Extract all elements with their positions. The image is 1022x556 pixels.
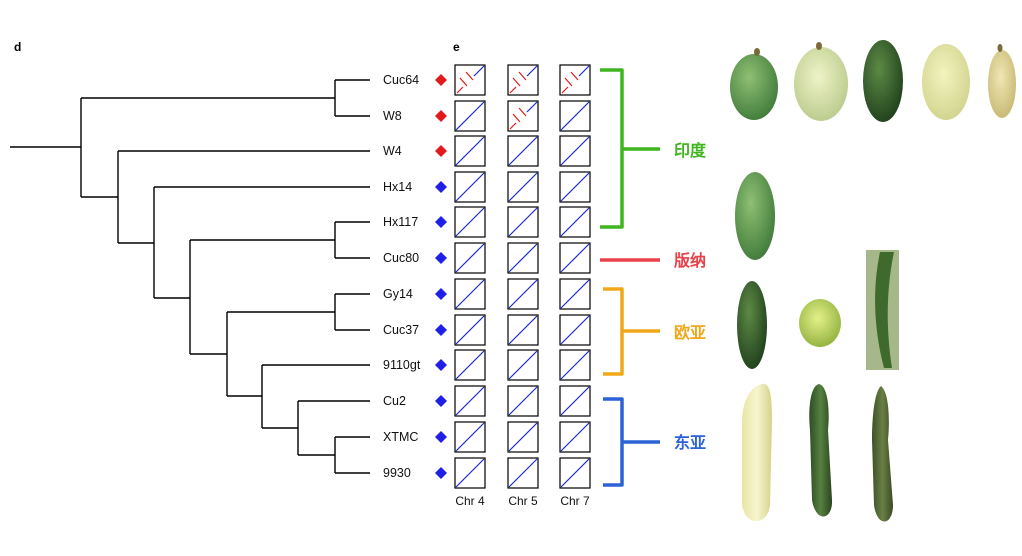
population-marker bbox=[435, 431, 447, 443]
dotplot-box bbox=[454, 314, 486, 346]
dotplot-box bbox=[507, 278, 539, 310]
panel-label-e: e bbox=[453, 40, 460, 54]
dotplot-box bbox=[454, 385, 486, 417]
dotplot-box bbox=[507, 314, 539, 346]
chromosome-label: Chr 4 bbox=[455, 494, 485, 508]
fruit-photo bbox=[735, 172, 775, 260]
dotplot-box bbox=[507, 242, 539, 274]
dotplot-box bbox=[454, 349, 486, 381]
dotplot-box bbox=[507, 457, 539, 489]
fruit-photo bbox=[872, 386, 893, 522]
population-marker bbox=[435, 324, 447, 336]
dotplot-box bbox=[559, 349, 591, 381]
phylogenetic-tree bbox=[10, 79, 370, 474]
population-marker bbox=[435, 181, 447, 193]
group-label-east-asia: 东亚 bbox=[674, 433, 706, 452]
fruit-photo bbox=[863, 40, 903, 122]
chromosome-label: Chr 5 bbox=[508, 494, 538, 508]
fruit-photos-east-asia bbox=[742, 383, 893, 522]
dotplot-box bbox=[454, 457, 486, 489]
chromosome-labels: Chr 4 Chr 5 Chr 7 bbox=[455, 494, 590, 508]
fruit-photo bbox=[794, 47, 848, 121]
fruit-photos-xishuangbanna bbox=[735, 172, 775, 260]
accession-label: Cu2 bbox=[383, 394, 406, 408]
population-marker bbox=[435, 359, 447, 371]
dotplot-box bbox=[559, 457, 591, 489]
dotplot-box bbox=[507, 385, 539, 417]
dotplot-box bbox=[559, 421, 591, 453]
group-label-india: 印度 bbox=[674, 141, 707, 160]
fruit-photos-india bbox=[730, 40, 1016, 122]
dotplot-box bbox=[559, 206, 591, 238]
population-marker bbox=[435, 216, 447, 228]
dotplot-box bbox=[507, 171, 539, 203]
dotplot-box bbox=[454, 64, 486, 96]
dotplot-box bbox=[454, 171, 486, 203]
population-marker bbox=[435, 395, 447, 407]
fruit-photos-eurasia bbox=[737, 250, 899, 370]
group-label-xishuangbanna: 版纳 bbox=[673, 251, 706, 270]
dotplot-box bbox=[559, 242, 591, 274]
chromosome-label: Chr 7 bbox=[560, 494, 590, 508]
accession-label: W8 bbox=[383, 109, 402, 123]
accession-label: 9110gt bbox=[383, 358, 421, 372]
dotplot-box bbox=[507, 206, 539, 238]
fruit-photo bbox=[809, 384, 833, 517]
group-brackets: 印度 版纳 欧亚 东亚 bbox=[600, 68, 707, 487]
fruit-photo bbox=[922, 44, 970, 120]
dotplot-box bbox=[559, 314, 591, 346]
dotplot-box bbox=[454, 242, 486, 274]
accession-label: W4 bbox=[383, 144, 402, 158]
dotplot-box bbox=[454, 135, 486, 167]
accession-label: Cuc80 bbox=[383, 251, 419, 265]
accession-label: Cuc37 bbox=[383, 323, 419, 337]
dotplot-box bbox=[507, 64, 539, 96]
dotplot-box bbox=[507, 100, 539, 132]
bracket-east-asia bbox=[603, 397, 660, 487]
fruit-photo bbox=[988, 50, 1016, 118]
fruit-photo bbox=[730, 54, 778, 120]
accession-label: Hx117 bbox=[383, 215, 418, 229]
fruit-photo bbox=[799, 299, 841, 347]
dotplot-box bbox=[559, 171, 591, 203]
population-marker bbox=[435, 74, 447, 86]
accession-label: 9930 bbox=[383, 466, 411, 480]
group-label-eurasia: 欧亚 bbox=[674, 323, 706, 342]
population-marker bbox=[435, 110, 447, 122]
dotplot-box bbox=[559, 64, 591, 96]
fruit-photo bbox=[737, 281, 767, 369]
accession-label: Cuc64 bbox=[383, 73, 419, 87]
bracket-india bbox=[600, 68, 660, 229]
population-marker bbox=[435, 288, 447, 300]
accession-label: XTMC bbox=[383, 430, 418, 444]
panel-label-d: d bbox=[14, 40, 21, 54]
dotplot-box bbox=[559, 385, 591, 417]
dotplot-box bbox=[507, 421, 539, 453]
dotplot-box bbox=[507, 135, 539, 167]
accession-label: Hx14 bbox=[383, 180, 412, 194]
population-marker bbox=[435, 252, 447, 264]
dotplot-box bbox=[454, 206, 486, 238]
fruit-photo bbox=[742, 383, 772, 522]
population-marker bbox=[435, 467, 447, 479]
dotplot-box bbox=[559, 278, 591, 310]
population-marker bbox=[435, 145, 447, 157]
accession-label: Gy14 bbox=[383, 287, 413, 301]
bracket-eurasia bbox=[603, 287, 660, 376]
dotplot-box bbox=[559, 135, 591, 167]
dotplot-box bbox=[454, 421, 486, 453]
dotplot-box bbox=[559, 100, 591, 132]
dotplot-box bbox=[507, 349, 539, 381]
dotplot-box bbox=[454, 278, 486, 310]
dotplot-box bbox=[454, 100, 486, 132]
